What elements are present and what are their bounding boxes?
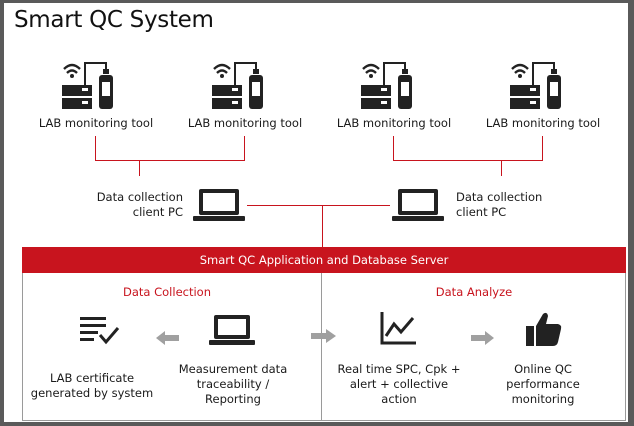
laptop-icon [209,313,255,347]
data-collection-panel [22,273,322,421]
arrow-right-icon [311,328,337,344]
lab-tool-label: LAB monitoring tool [336,116,452,130]
diagram-canvas: Smart QC System [4,3,628,422]
data-analyze-panel [322,273,626,421]
connector-line [393,136,394,161]
lab-tool-label: LAB monitoring tool [38,116,154,130]
laptop-icon [392,187,444,223]
connector-line [244,136,245,161]
laptop-icon [193,187,245,223]
lab-certificate-label: LAB certificate generated by system [30,371,154,400]
client-pc-label: Data collection client PC [96,190,183,219]
data-collection-title: Data Collection [123,285,211,299]
lab-tool-label: LAB monitoring tool [485,116,601,130]
connector-line [139,160,140,176]
connector-line [393,160,543,161]
measurement-data-label: Measurement data traceability / Reportin… [178,362,288,406]
connector-line [322,205,323,247]
data-analyze-title: Data Analyze [435,285,513,299]
arrow-right-icon [471,330,495,346]
server-header: Smart QC Application and Database Server [22,247,626,273]
connector-line [247,205,390,206]
line-chart-icon [380,310,418,346]
lab-tool-icon [58,55,120,111]
lab-tool-label: LAB monitoring tool [187,116,303,130]
arrow-left-icon [156,330,180,346]
connector-line [501,160,502,176]
lab-tool-icon [506,55,568,111]
qc-monitoring-label: Online QC performance monitoring [506,362,580,406]
page-title: Smart QC System [14,7,214,33]
thumbs-up-icon [525,311,563,347]
client-pc-label: Data collection client PC [456,190,543,219]
checklist-icon [80,315,122,347]
connector-line [95,136,96,161]
spc-label: Real time SPC, Cpk + alert + collective … [337,362,461,406]
connector-line [542,136,543,161]
lab-tool-icon [357,55,419,111]
connector-line [95,160,245,161]
lab-tool-icon [208,55,270,111]
